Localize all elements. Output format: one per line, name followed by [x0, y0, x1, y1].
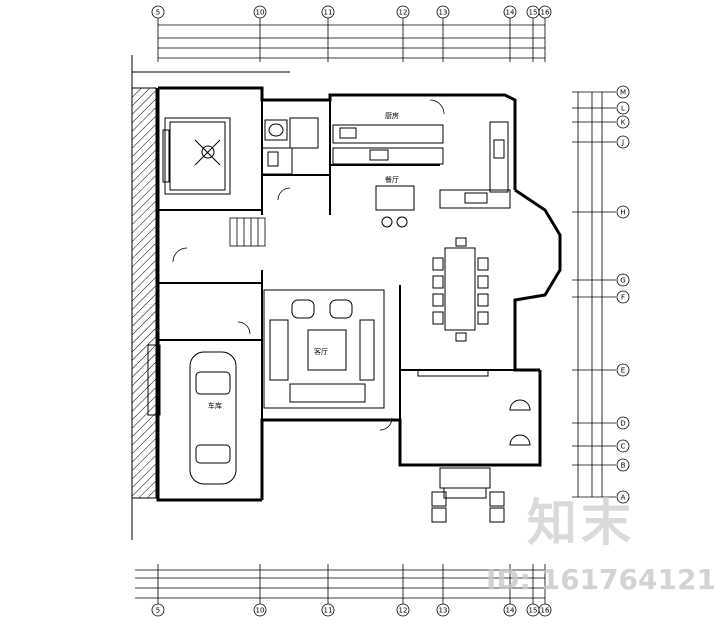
left-hatched-wall: [131, 87, 157, 499]
top-axis-bubble-11: 11: [321, 5, 335, 19]
bottom-axis-bubble-14-label: 14: [506, 607, 515, 615]
dining-chair: [432, 311, 444, 325]
right-axis-bubble-H-label: H: [620, 209, 625, 217]
dining-chair: [477, 257, 489, 271]
right-axis-bubble-K-label: K: [621, 119, 626, 127]
right-axis-bubble-H: H: [616, 205, 630, 219]
bottom-axis-bubble-10: 10: [253, 603, 267, 617]
kitchen-island: [375, 185, 415, 228]
room-label-dining: 餐厅: [385, 175, 399, 184]
right-axis-bubble-G-label: G: [620, 277, 625, 285]
top-dimension-lines: [158, 24, 545, 59]
top-axis-bubble-5: 5: [151, 5, 165, 19]
bottom-axis-bubble-13-label: 13: [439, 607, 448, 615]
top-axis-bubble-13-label: 13: [439, 9, 448, 17]
right-axis-bubble-E-label: E: [621, 367, 625, 375]
dining-chairs: [432, 257, 489, 325]
top-axis-bubble-14-label: 14: [506, 9, 515, 17]
right-axis-bubble-E: E: [616, 363, 630, 377]
top-axis-bubble-13: 13: [436, 5, 450, 19]
entrance-steps: [431, 467, 505, 523]
dining-chair: [432, 257, 444, 271]
right-axis-bubble-D: D: [616, 416, 630, 430]
exterior-walls: [156, 86, 562, 502]
right-axis-bubble-G: G: [616, 273, 630, 287]
bottom-axis-bubble-13: 13: [436, 603, 450, 617]
right-axis-bubble-A: A: [616, 490, 630, 504]
right-axis-bubble-M-label: M: [620, 89, 626, 97]
sunroom-chairs: [417, 369, 531, 446]
room-labels: 厨房 餐厅 客厅 车库: [208, 111, 399, 410]
right-axis-bubble-A-label: A: [621, 494, 626, 502]
top-axis-bubble-11-label: 11: [324, 9, 333, 17]
right-axis-bubble-C: C: [616, 439, 630, 453]
right-axis-bubble-D-label: D: [620, 420, 625, 428]
bottom-axis-bubble-16: 16: [538, 603, 552, 617]
bottom-axis-bubble-11: 11: [321, 603, 335, 617]
top-axis-bubble-15: 15: [526, 5, 540, 19]
bottom-axis-bubble-12-label: 12: [399, 607, 408, 615]
bottom-axis-bubble-16-label: 16: [541, 607, 550, 615]
top-axis-bubble-12: 12: [396, 5, 410, 19]
bathroom-fixtures: [261, 117, 319, 175]
staircase: [229, 217, 266, 247]
bottom-axis-bubble-12: 12: [396, 603, 410, 617]
top-axis-bubble-12-label: 12: [399, 9, 408, 17]
top-axis-bubble-16-label: 16: [541, 9, 550, 17]
watermark-id: ID: 161764121: [486, 563, 716, 596]
top-grid-ticks: [157, 18, 546, 62]
dining-chair: [477, 293, 489, 307]
garage-car: [147, 344, 237, 485]
right-dimension-lines: [577, 92, 603, 497]
bottom-axis-bubble-11-label: 11: [324, 607, 333, 615]
door-swings: [172, 99, 445, 431]
top-axis-bubble-10-label: 10: [256, 9, 265, 17]
room-label-living: 客厅: [314, 347, 328, 356]
right-axis-bubble-F: F: [616, 290, 630, 304]
right-axis-bubble-L: L: [616, 101, 630, 115]
dining-chair: [477, 275, 489, 289]
right-axis-bubble-J-label: J: [621, 139, 624, 147]
right-axis-bubble-B: B: [616, 458, 630, 472]
bottom-axis-bubble-15: 15: [526, 603, 540, 617]
dining-chair: [477, 311, 489, 325]
right-axis-bubble-B-label: B: [621, 462, 626, 470]
bottom-axis-bubble-5-label: 5: [156, 607, 160, 615]
bedroom-bed: [162, 117, 231, 195]
right-axis-bubbles: MLK J H G F E D C B A: [572, 85, 630, 504]
right-axis-bubble-F-label: F: [621, 294, 625, 302]
room-label-garage: 车库: [208, 401, 222, 410]
interior-walls: [158, 100, 515, 420]
top-axis-bubble-16: 16: [538, 5, 552, 19]
room-label-kitchen: 厨房: [385, 111, 399, 120]
dining-chair: [432, 293, 444, 307]
bottom-axis-bubble-15-label: 15: [529, 607, 538, 615]
dining-chair: [432, 275, 444, 289]
top-axis-bubble-10: 10: [253, 5, 267, 19]
bottom-dimension-lines: [135, 569, 545, 599]
watermark-logo: 知末: [527, 494, 635, 552]
right-axis-bubble-L-label: L: [621, 105, 625, 113]
kitchen-counters: [332, 121, 511, 209]
right-axis-bubble-K: K: [616, 115, 630, 129]
living-sofa-set: [263, 289, 385, 409]
right-axis-bubble-J: J: [616, 135, 630, 149]
dining-table: [444, 237, 476, 342]
bottom-axis-bubble-5: 5: [151, 603, 165, 617]
bottom-axis-bubble-10-label: 10: [256, 607, 265, 615]
top-axis-bubble-5-label: 5: [156, 9, 160, 17]
top-axis-bubble-15-label: 15: [529, 9, 538, 17]
top-axis-bubble-14: 14: [503, 5, 517, 19]
right-axis-bubble-M: M: [616, 85, 630, 99]
right-axis-bubble-C-label: C: [621, 443, 626, 451]
bottom-grid-ticks: [157, 564, 546, 604]
bottom-axis-bubble-14: 14: [503, 603, 517, 617]
